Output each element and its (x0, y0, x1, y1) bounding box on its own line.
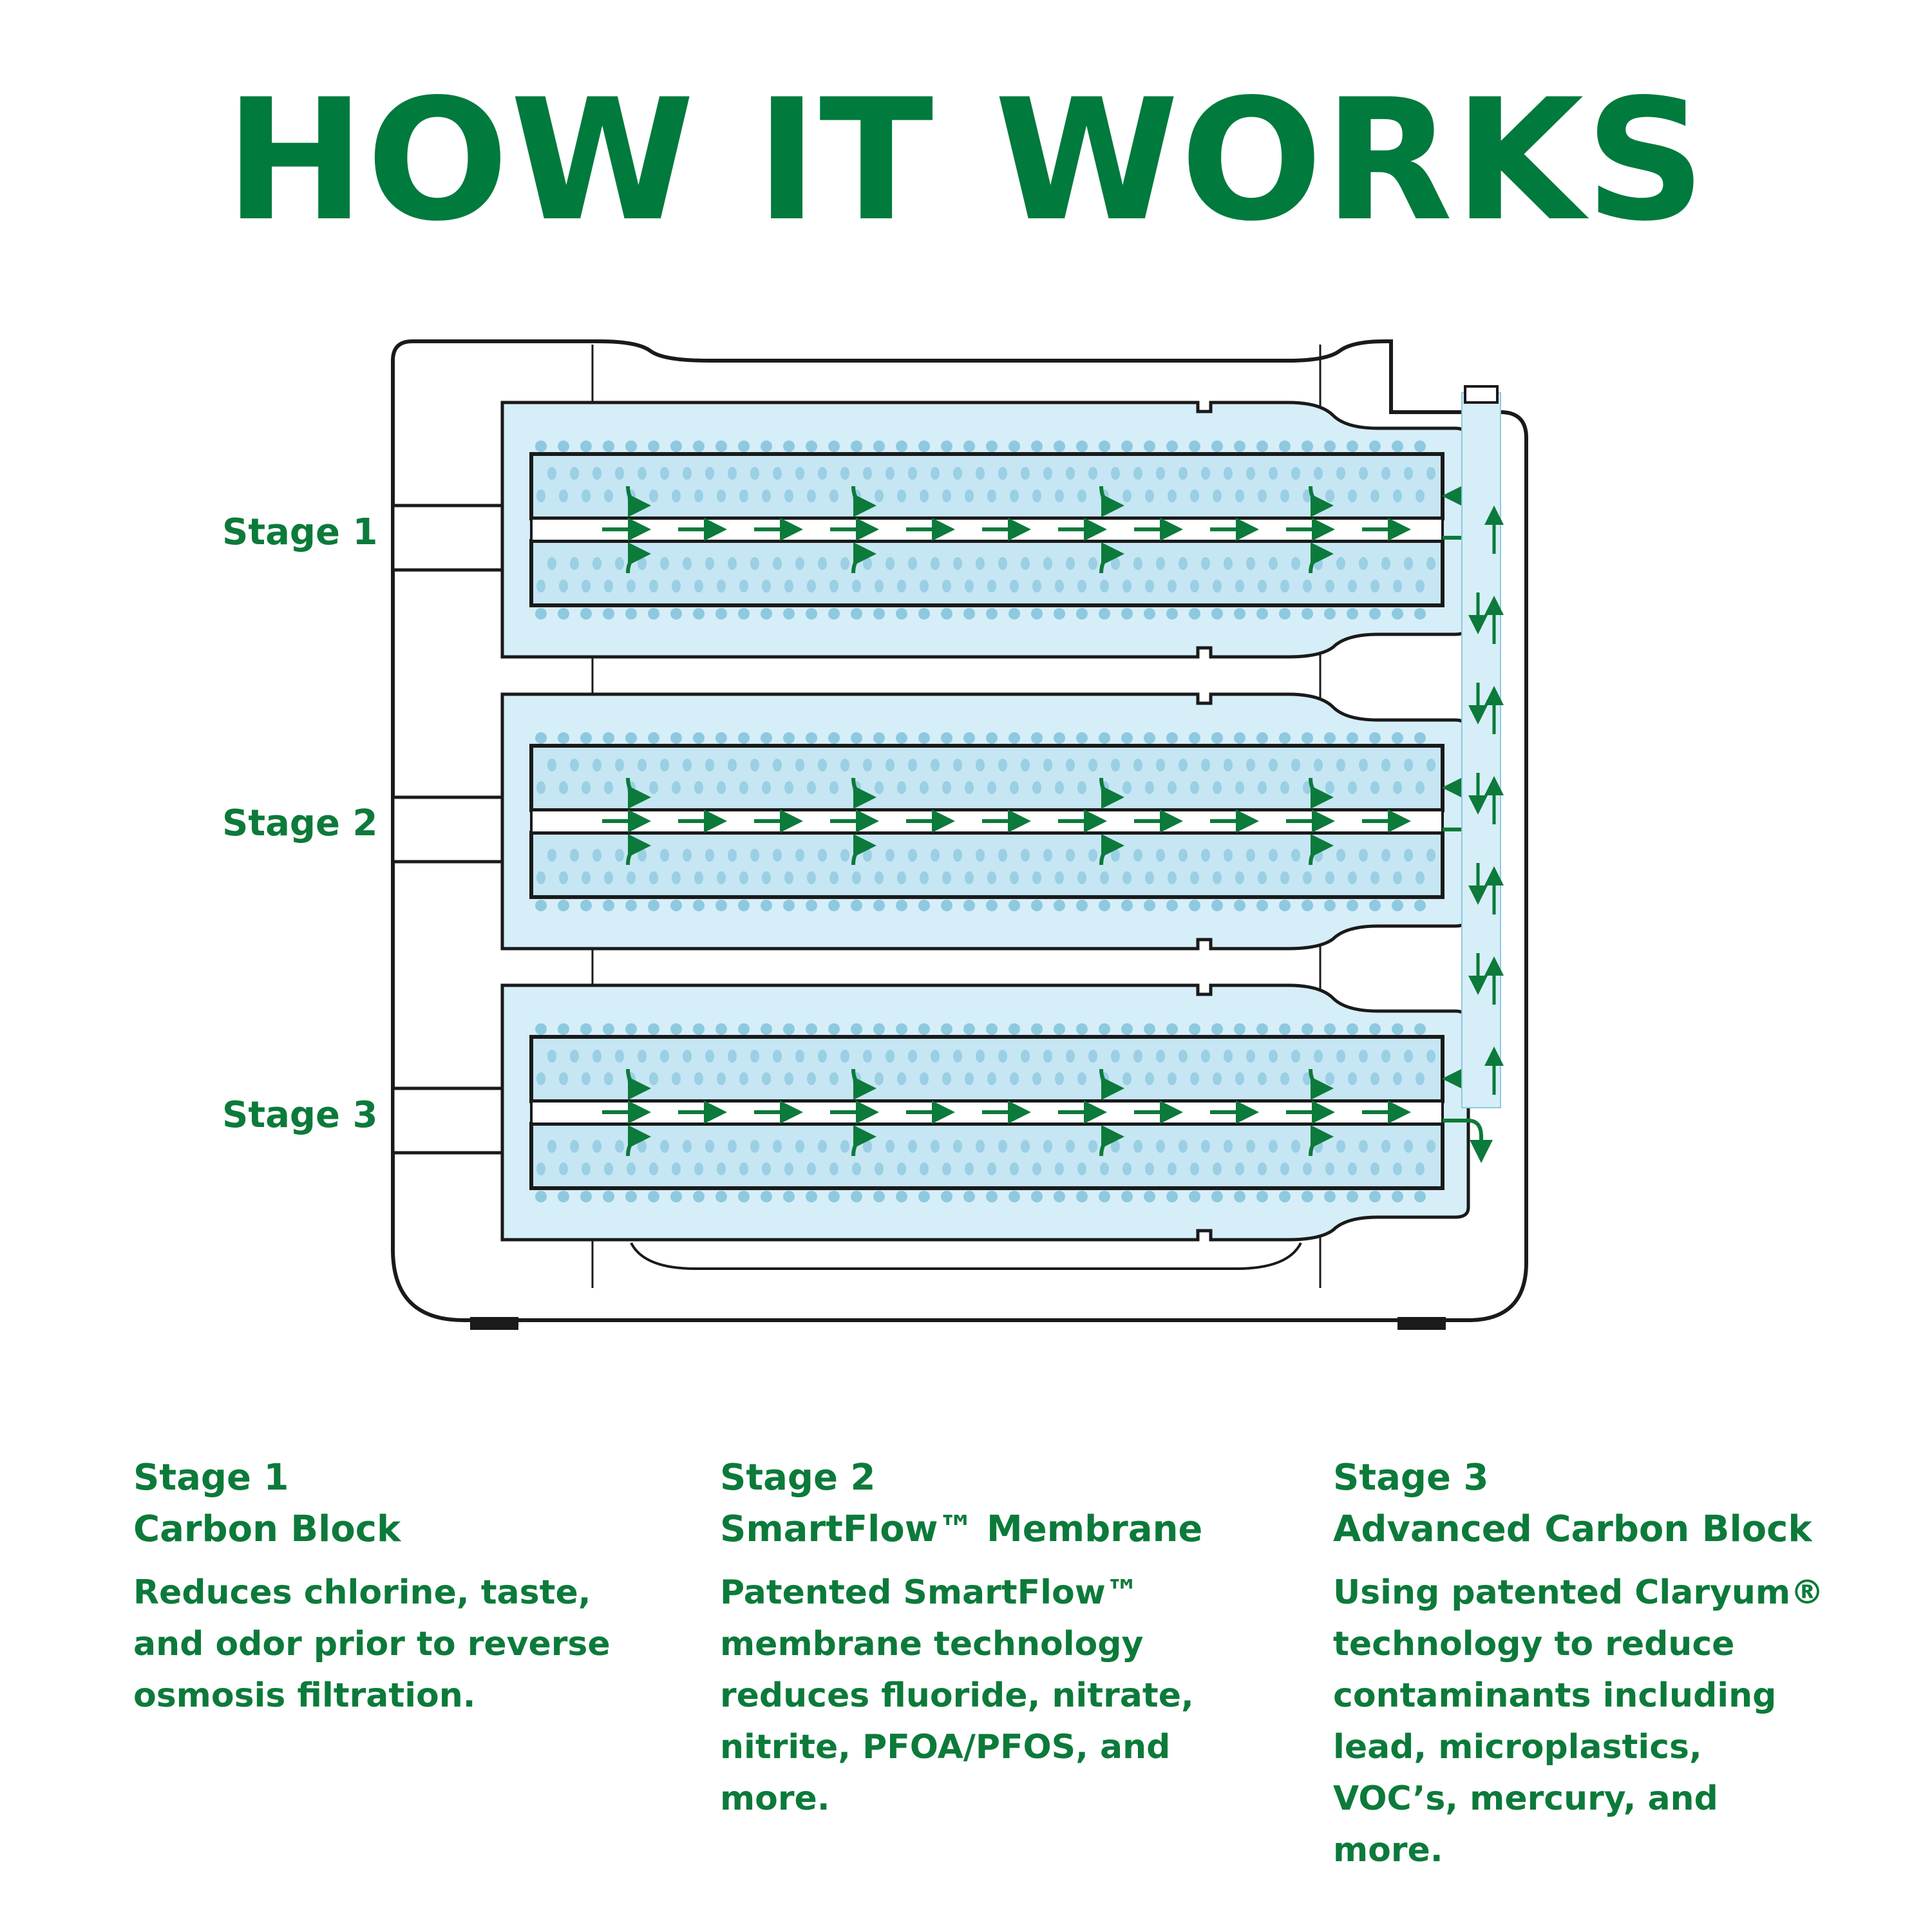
stage-3-column: Stage 3 Advanced Carbon Block Using pate… (1333, 1452, 1861, 1876)
foot-left (470, 1317, 518, 1330)
stage-3-description: Using patented Claryum® technology to re… (1333, 1573, 1824, 1870)
filter-cartridge-3 (500, 983, 1493, 1242)
stage-2-column: Stage 2 SmartFlow™ Membrane Patented Sma… (720, 1452, 1235, 1824)
stage-2-heading: Stage 2 (720, 1457, 876, 1499)
stage-2-description: Patented SmartFlow™ membrane technology … (720, 1573, 1194, 1818)
stage-1-column: Stage 1 Carbon Block Reduces chlorine, t… (133, 1452, 623, 1721)
stage-1-name: Carbon Block (133, 1508, 401, 1550)
stage-label-3: Stage 3 (222, 1094, 377, 1136)
stage-2-name: SmartFlow™ Membrane (720, 1508, 1203, 1550)
side-connector (391, 504, 504, 572)
side-connector (391, 795, 504, 864)
outlet-cap (1464, 385, 1499, 404)
filter-cartridge-1 (500, 401, 1493, 659)
stage-label-2: Stage 2 (222, 802, 377, 844)
stage-label-1: Stage 1 (222, 511, 377, 553)
stage-1-heading: Stage 1 (133, 1457, 289, 1499)
stage-1-description: Reduces chlorine, taste, and odor prior … (133, 1573, 611, 1715)
page-title: HOW IT WORKS (225, 64, 1707, 258)
stage-3-heading: Stage 3 (1333, 1457, 1489, 1499)
stage-3-name: Advanced Carbon Block (1333, 1508, 1812, 1550)
filter-cartridge-2 (500, 692, 1493, 951)
side-connector (391, 1086, 504, 1155)
foot-right (1397, 1317, 1446, 1330)
